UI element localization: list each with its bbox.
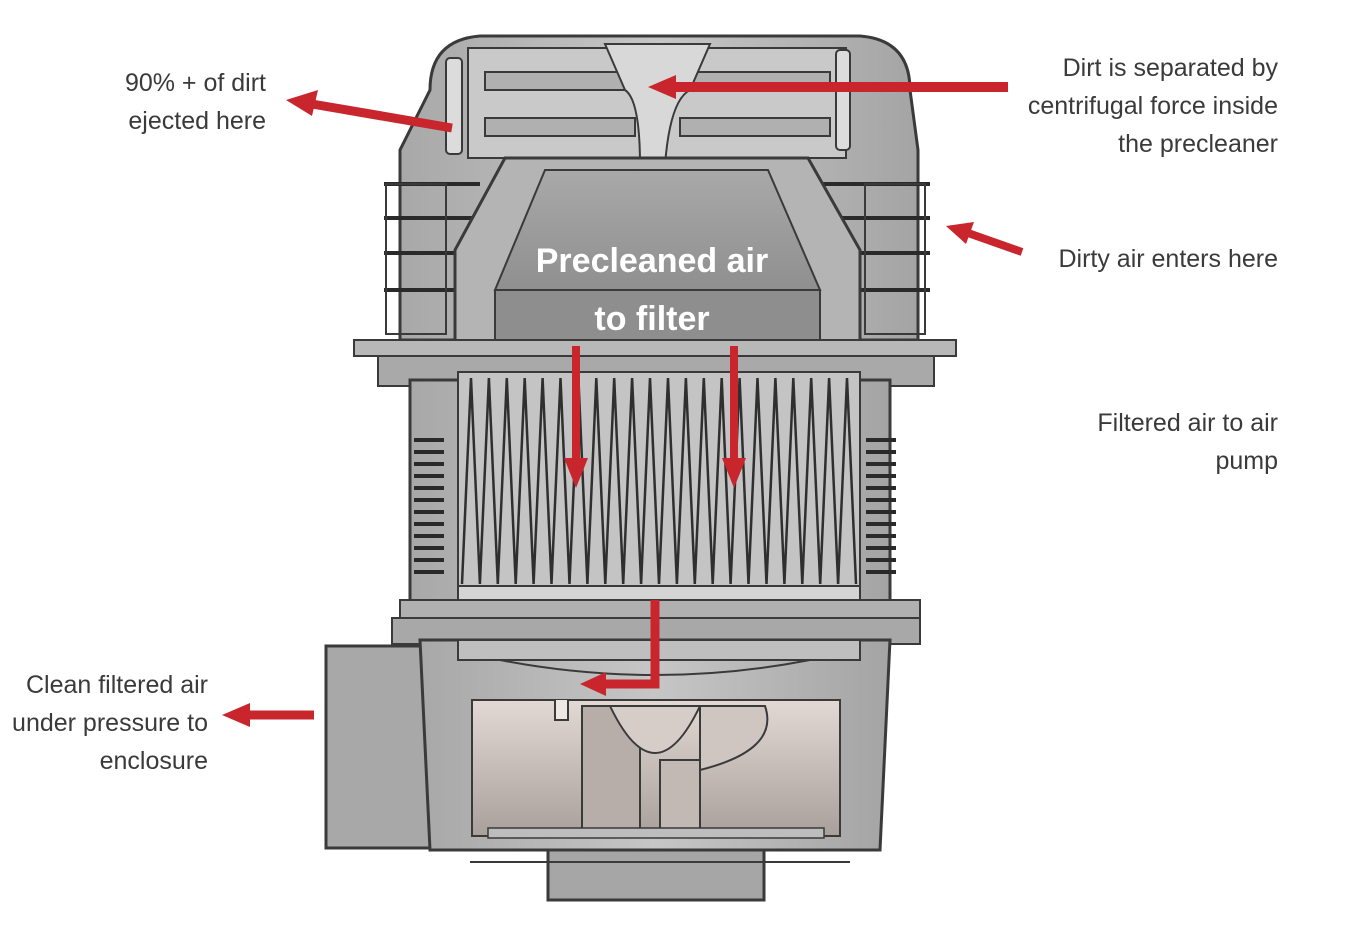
flow-arrows — [222, 75, 1024, 727]
label-line: Dirty air enters here — [1058, 245, 1278, 273]
inner-label-line: to filter — [594, 300, 710, 338]
dirt-separated-arrow — [648, 75, 1008, 99]
label-line: centrifugal force inside — [1027, 92, 1278, 120]
label-line: Filtered air to air — [1097, 409, 1278, 437]
down-arrow-left — [564, 346, 588, 488]
label-line: 90% + of dirt — [124, 69, 266, 97]
label-line: Dirt is separated by — [1062, 54, 1278, 82]
filter-housing — [408, 371, 896, 614]
precleaned-air-label: Precleaned air to filter — [502, 232, 802, 348]
dirt-ejected-arrow — [286, 90, 453, 133]
down-arrow-right — [722, 346, 746, 488]
label-filtered-air: Filtered air to air pump — [1097, 404, 1278, 480]
label-line: ejected here — [128, 107, 266, 135]
label-dirty-air: Dirty air enters here — [1058, 240, 1278, 278]
label-dirt-ejected: 90% + of dirt ejected here — [125, 64, 266, 140]
dirty-air-arrow — [946, 222, 1024, 256]
label-line: enclosure — [99, 747, 208, 775]
label-line: the precleaner — [1118, 130, 1278, 158]
label-clean-air: Clean filtered air under pressure to enc… — [12, 666, 208, 780]
clean-air-arrow — [222, 703, 314, 727]
label-line: under pressure to — [12, 709, 208, 737]
label-line: pump — [1215, 447, 1278, 475]
fan-chamber — [324, 638, 892, 902]
label-dirt-separated: Dirt is separated by centrifugal force i… — [1028, 49, 1278, 163]
inner-label-line: Precleaned air — [535, 242, 769, 280]
precleaned-air-cone — [453, 156, 862, 360]
elbow-arrow — [580, 600, 660, 696]
label-line: Clean filtered air — [25, 671, 208, 699]
